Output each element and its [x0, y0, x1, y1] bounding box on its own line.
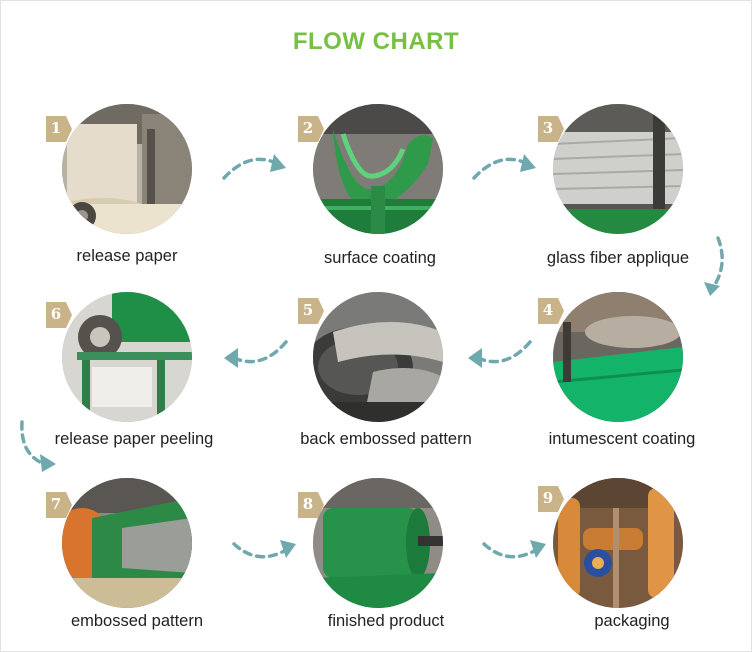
arrow-6-to-7 — [14, 418, 64, 474]
arrow-2-to-3 — [470, 150, 540, 190]
arrow-8-to-9 — [480, 530, 550, 570]
arrow-1-to-2 — [220, 150, 290, 190]
step-9-label: packaging — [594, 612, 670, 630]
step-8-photo — [313, 478, 443, 608]
step-3-photo — [553, 104, 683, 234]
step-1-badge: 1 — [44, 114, 74, 144]
step-2-photo — [313, 104, 443, 234]
step-1-photo — [62, 104, 192, 234]
step-5-photo — [313, 292, 443, 422]
step-5-label: back embossed pattern — [300, 430, 472, 448]
step-9-photo — [553, 478, 683, 608]
page-title: FLOW CHART — [292, 28, 460, 55]
step-5-badge: 5 — [296, 296, 326, 326]
step-2-label: surface coating — [324, 249, 436, 267]
step-3-label: glass fiber applique — [546, 249, 690, 267]
step-1-label: release paper — [76, 247, 178, 265]
step-4-label: intumescent coating — [548, 430, 696, 448]
step-4-badge: 4 — [536, 296, 566, 326]
step-7-photo — [62, 478, 192, 608]
step-7-badge: 7 — [44, 490, 74, 520]
step-2-badge: 2 — [296, 114, 326, 144]
step-6-badge: 6 — [44, 300, 74, 330]
step-3-badge: 3 — [536, 114, 566, 144]
step-6-label: release paper peeling — [54, 430, 214, 448]
step-4-photo — [553, 292, 683, 422]
arrow-5-to-6 — [222, 334, 292, 374]
step-8-label: finished product — [327, 612, 445, 630]
step-6-photo — [62, 292, 192, 422]
arrow-4-to-5 — [466, 334, 536, 374]
step-8-badge: 8 — [296, 490, 326, 520]
step-7-label: embossed pattern — [70, 612, 204, 630]
step-9-badge: 9 — [536, 484, 566, 514]
arrow-7-to-8 — [230, 530, 300, 570]
arrow-3-to-4 — [700, 234, 730, 300]
